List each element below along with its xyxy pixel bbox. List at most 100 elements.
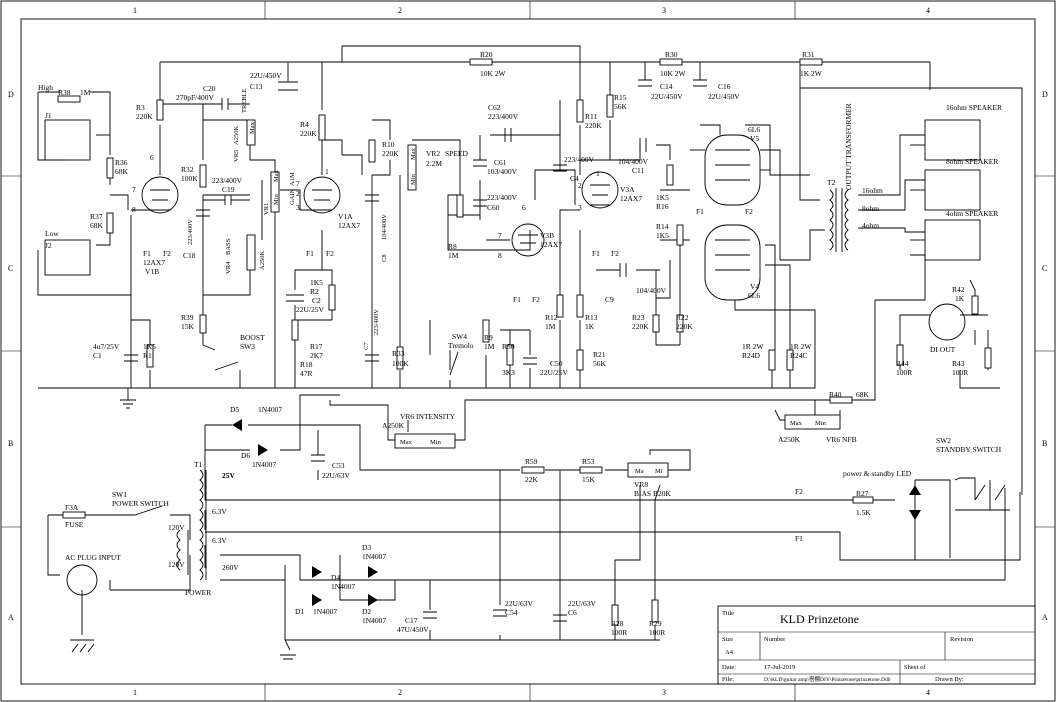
label-r39v: 15K bbox=[181, 322, 195, 331]
resistor-r22 bbox=[676, 314, 684, 333]
cap-c60 bbox=[473, 199, 487, 207]
label-c14: C14 bbox=[660, 82, 673, 91]
label-p2b: 2 bbox=[296, 189, 300, 198]
label-di: DI OUT bbox=[930, 345, 956, 354]
label-r18: R18 bbox=[300, 360, 313, 369]
label-d2v: 1N4007 bbox=[362, 616, 386, 625]
label-vr1b: GAIN bbox=[289, 188, 296, 205]
tube-v3a bbox=[581, 171, 619, 209]
label-r18v: 47R bbox=[300, 369, 313, 378]
label-vr4b: BASS bbox=[225, 238, 232, 255]
label-r24c: 1R 2W bbox=[790, 342, 812, 351]
label-vr5-max: Max bbox=[249, 121, 256, 134]
resistor-r32 bbox=[199, 164, 207, 188]
cap-c53 bbox=[311, 454, 325, 462]
label-r21: R21 bbox=[593, 350, 606, 359]
label-v3b-f1: F1 bbox=[513, 295, 521, 304]
label-vr4: VR4 bbox=[225, 261, 232, 274]
transformers bbox=[176, 188, 849, 581]
label-vr6-min: Min bbox=[430, 439, 442, 446]
label-8ohm: 8ohm bbox=[862, 204, 879, 213]
cap-c50 bbox=[523, 357, 537, 365]
label-r20: R20 bbox=[480, 50, 493, 59]
label-vr2v: 2.2M bbox=[426, 159, 442, 168]
label-d4v: 1N4007 bbox=[331, 582, 355, 591]
resistor-r16 bbox=[666, 164, 674, 186]
label-r1: R1 bbox=[143, 351, 152, 360]
label-d5v: 1N4007 bbox=[258, 405, 282, 414]
resistor-r24c bbox=[786, 349, 794, 371]
label-c13n: C13 bbox=[250, 82, 263, 91]
label-p8c: 8 bbox=[498, 251, 502, 260]
label-v1b: V1B bbox=[145, 267, 159, 276]
label-63v2: 6.3V bbox=[212, 536, 227, 545]
diode-d3 bbox=[368, 566, 378, 578]
label-r17v: 2K7 bbox=[310, 351, 323, 360]
label-p7a: 7 bbox=[132, 185, 136, 194]
resistor-r53 bbox=[579, 466, 603, 474]
label-d3: D3 bbox=[362, 543, 371, 552]
label-r3: R3 bbox=[136, 103, 145, 112]
label-120v2: 120V bbox=[168, 560, 185, 569]
label-v5: V5 bbox=[750, 134, 759, 143]
label-c20v: 270pF/400V bbox=[176, 93, 215, 102]
label-r21v: 56K bbox=[593, 359, 607, 368]
label-r8v: 1M bbox=[448, 251, 459, 260]
cap-c62 bbox=[504, 128, 512, 142]
title-block: Title KLD Prinzetone Size A4 Number Revi… bbox=[717, 605, 1036, 685]
label-p7b: 7 bbox=[296, 179, 300, 188]
label-c17: C17 bbox=[405, 616, 418, 625]
col-label-1b: 1 bbox=[133, 688, 137, 697]
tb-sheet-label: Sheet of bbox=[904, 664, 926, 671]
label-r12: R12 bbox=[545, 313, 558, 322]
label-r59: R59 bbox=[525, 457, 538, 466]
resistor-r4 bbox=[318, 114, 326, 141]
resistor-r17 bbox=[291, 319, 299, 341]
diodes bbox=[232, 419, 921, 606]
label-c13: 22U/450V bbox=[250, 71, 282, 80]
row-label-a-r: A bbox=[1042, 613, 1048, 622]
label-r40: R40 bbox=[829, 390, 842, 399]
row-label-b: B bbox=[8, 439, 13, 448]
tube-v4 bbox=[704, 224, 761, 301]
label-tremolo: Tremolo bbox=[448, 341, 474, 350]
label-r11v: 220K bbox=[585, 121, 602, 130]
label-r53v: 15K bbox=[582, 475, 596, 484]
label-bias: BIAS B20K bbox=[634, 489, 671, 498]
col-label-4b: 4 bbox=[926, 688, 930, 697]
label-vr1-max: Max bbox=[273, 169, 280, 182]
label-v1a-f2: F2 bbox=[326, 249, 334, 258]
resistor-r43 bbox=[984, 347, 992, 369]
label-c19v: 223/400V bbox=[212, 176, 243, 185]
label-r24dn: R24D bbox=[742, 351, 761, 360]
label-p7c: 7 bbox=[498, 231, 502, 240]
label-r39: R39 bbox=[181, 313, 194, 322]
label-vr6a: A250K bbox=[382, 421, 405, 430]
label-r28: R28 bbox=[611, 619, 624, 628]
label-v1a: V1A bbox=[338, 212, 353, 221]
label-fF2: F2 bbox=[795, 487, 803, 496]
tubes bbox=[141, 134, 761, 301]
resistor-r28 bbox=[611, 604, 619, 626]
label-pwrsw: POWER SWITCH bbox=[112, 499, 169, 508]
jack-j1 bbox=[44, 119, 91, 161]
row-label-c: C bbox=[8, 264, 13, 273]
label-63v: 6.3V bbox=[212, 507, 227, 516]
label-r11: R11 bbox=[585, 112, 597, 121]
label-v3b: V3B bbox=[540, 231, 554, 240]
resistor-r44 bbox=[896, 344, 904, 366]
label-c60v: 223/400V bbox=[487, 193, 518, 202]
label-c4: C4 bbox=[570, 174, 579, 183]
switch-sw3 bbox=[214, 361, 239, 371]
label-c14v: 22U/450V bbox=[651, 92, 683, 101]
row-label-d: D bbox=[8, 90, 14, 99]
resistor-r31 bbox=[799, 58, 823, 66]
label-r42: R42 bbox=[952, 285, 965, 294]
tb-size: A4 bbox=[725, 649, 734, 656]
resistors bbox=[57, 58, 992, 626]
label-r9v: 1M bbox=[484, 342, 495, 351]
resistor-r3 bbox=[156, 99, 164, 121]
diode-d1 bbox=[312, 594, 322, 606]
label-power: POWER bbox=[185, 588, 211, 597]
label-r22v: 220K bbox=[676, 322, 693, 331]
